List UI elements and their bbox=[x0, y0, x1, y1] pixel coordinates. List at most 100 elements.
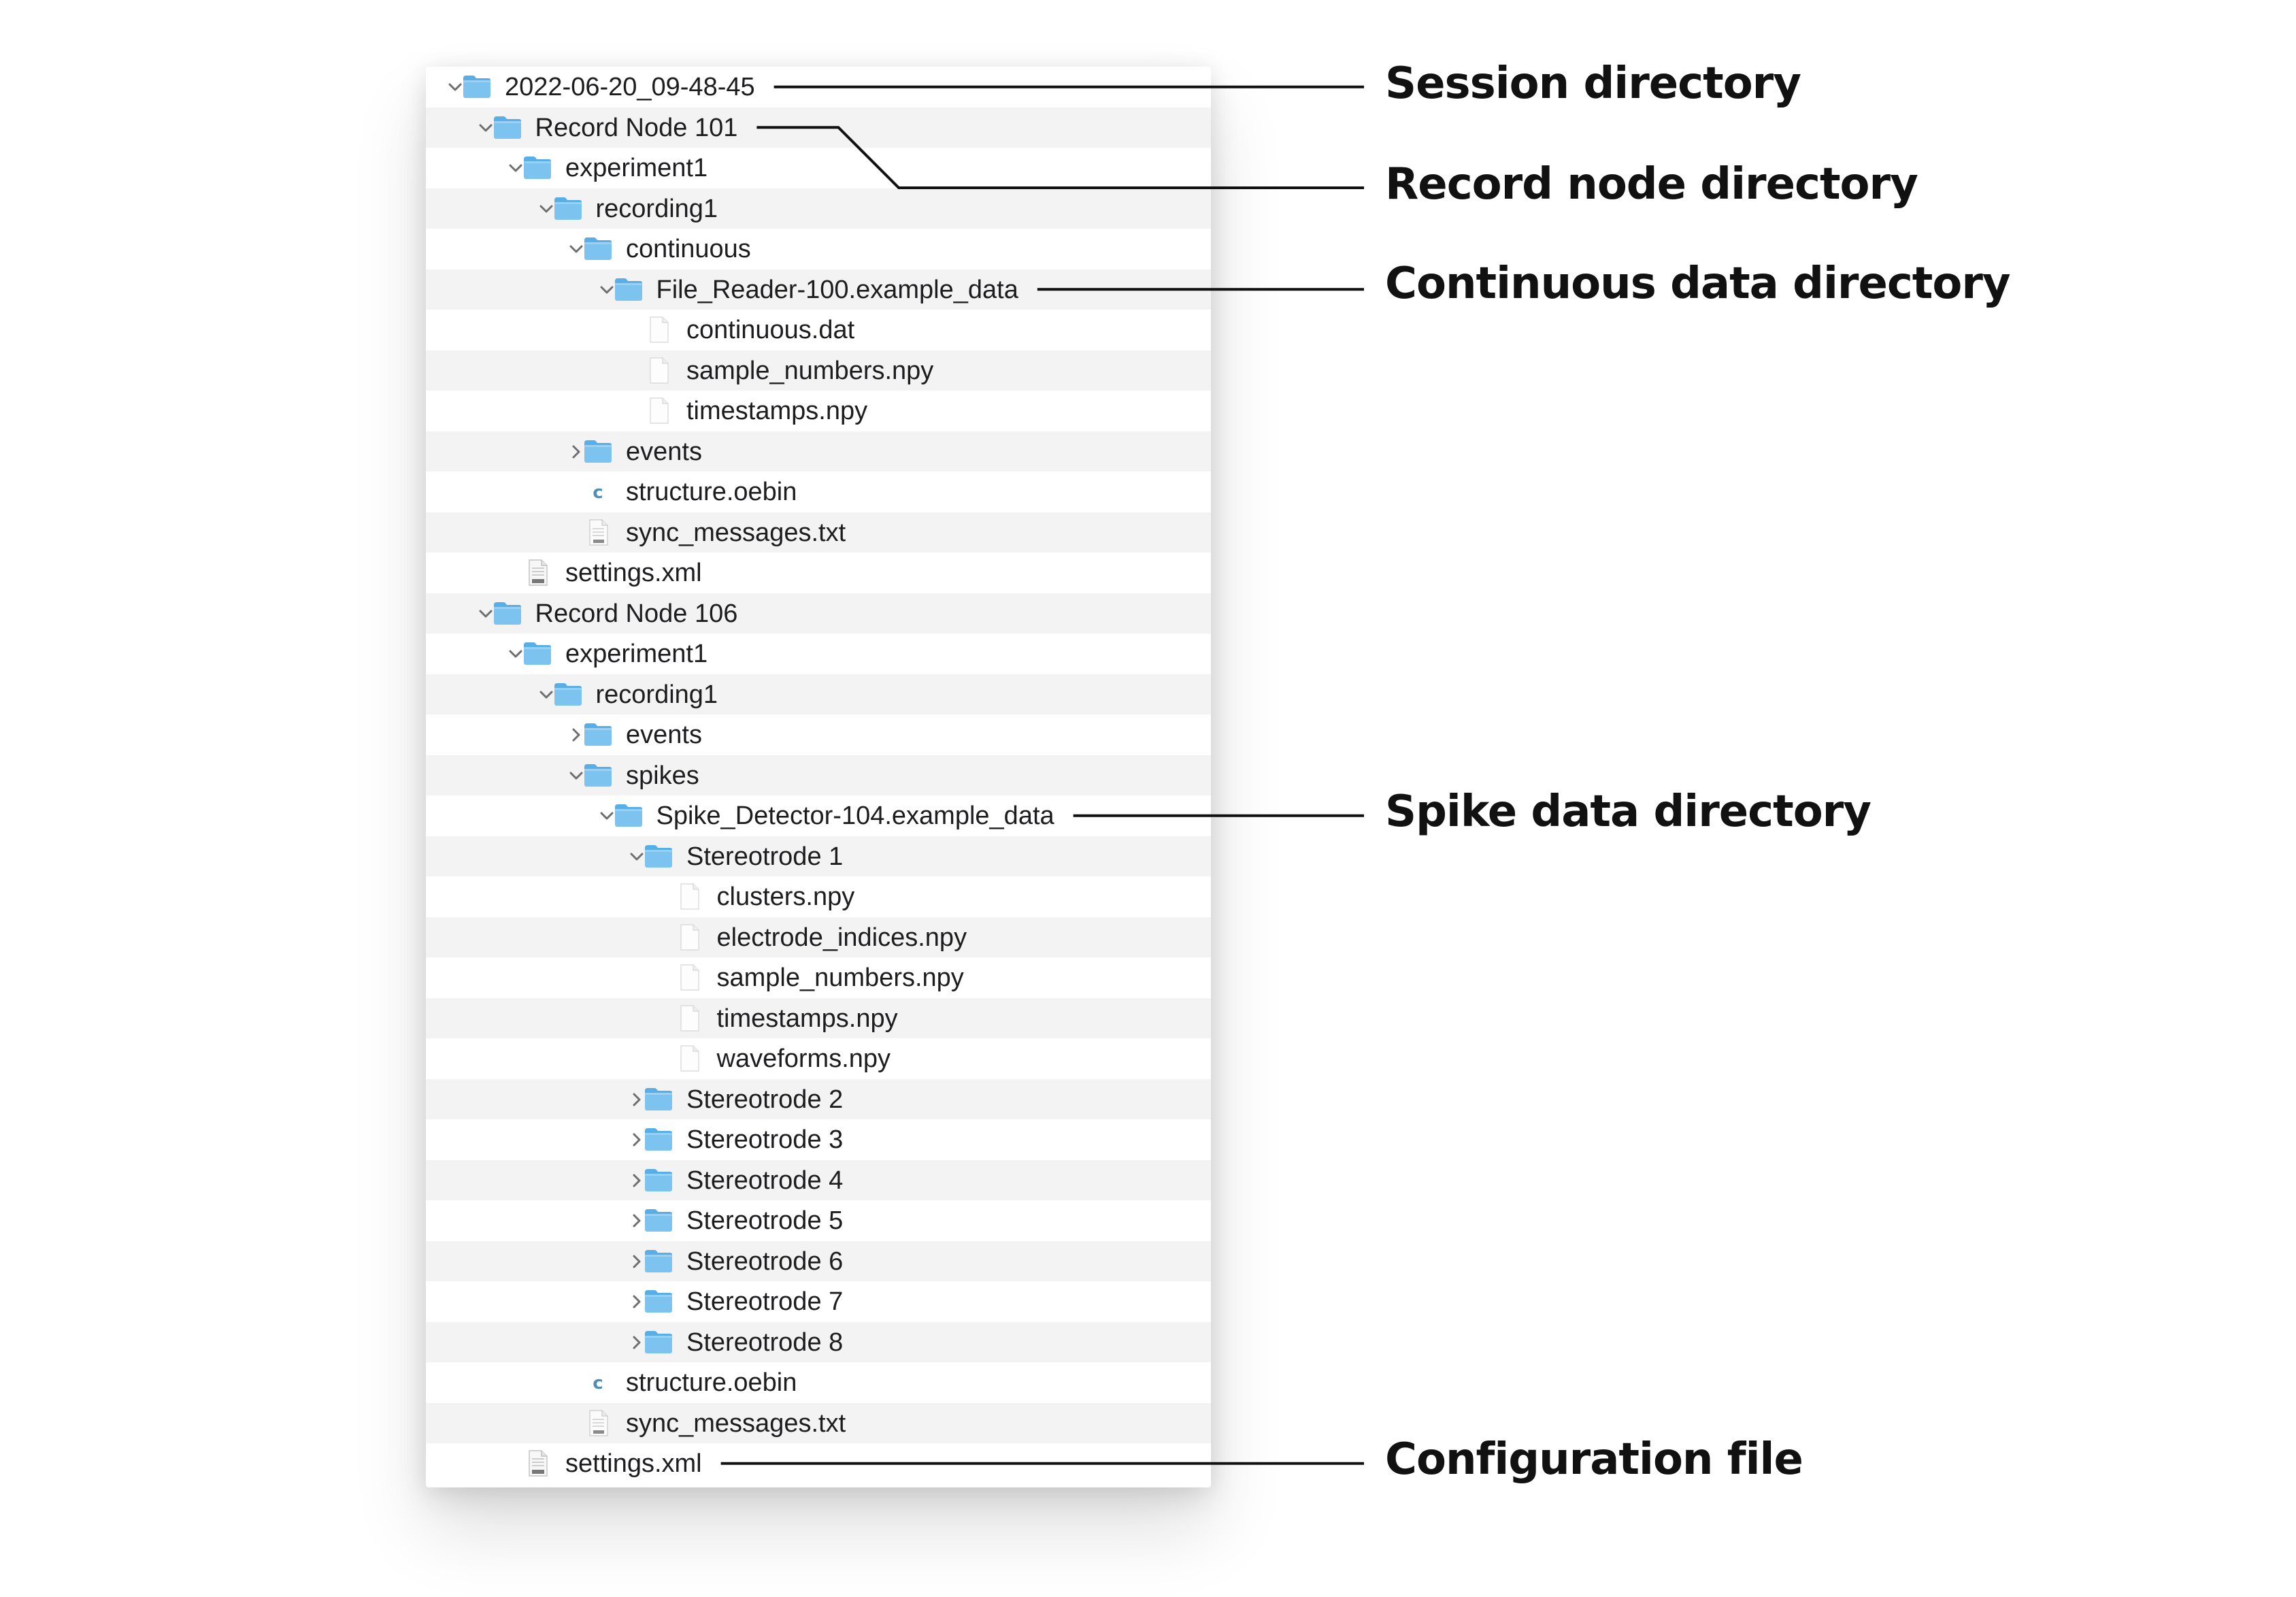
tree-item-label: structure.oebin bbox=[626, 478, 797, 506]
tree-item-label: electrode_indices.npy bbox=[716, 923, 967, 952]
chevron-down-icon[interactable] bbox=[475, 117, 497, 139]
tree-row-file[interactable]: waveforms.npy bbox=[426, 1038, 1211, 1079]
chevron-down-icon[interactable] bbox=[596, 279, 618, 301]
tree-item-label: timestamps.npy bbox=[716, 1004, 898, 1033]
tree-item-label: settings.xml bbox=[565, 559, 702, 587]
tree-row-folder[interactable]: continuous bbox=[426, 229, 1211, 269]
tree-row-file[interactable]: settings.xml bbox=[426, 553, 1211, 593]
folder-icon bbox=[613, 275, 644, 303]
tree-row-file[interactable]: sample_numbers.npy bbox=[426, 350, 1211, 391]
tree-item-label: timestamps.npy bbox=[686, 397, 868, 425]
tree-item-label: Stereotrode 8 bbox=[686, 1328, 844, 1357]
annotation-label: Session directory bbox=[1385, 59, 1801, 109]
folder-icon bbox=[461, 72, 493, 101]
tree-row-file[interactable]: clusters.npy bbox=[426, 876, 1211, 917]
tree-item-label: spikes bbox=[626, 761, 699, 790]
tree-row-file[interactable]: sync_messages.txt bbox=[426, 1402, 1211, 1443]
chevron-right-icon[interactable] bbox=[626, 1291, 648, 1313]
tree-row-folder[interactable]: spikes bbox=[426, 755, 1211, 795]
chevron-down-icon[interactable] bbox=[565, 765, 587, 787]
tree-item-label: sync_messages.txt bbox=[626, 1409, 846, 1438]
tree-row-folder[interactable]: events bbox=[426, 431, 1211, 472]
folder-icon bbox=[613, 801, 644, 829]
file-icon bbox=[673, 1044, 705, 1072]
tree-item-label: structure.oebin bbox=[626, 1368, 797, 1397]
tree-item-label: Record Node 106 bbox=[535, 599, 738, 628]
tree-item-label: clusters.npy bbox=[716, 883, 855, 911]
chevron-right-icon[interactable] bbox=[565, 724, 587, 746]
tree-item-label: events bbox=[626, 437, 702, 466]
xml-file-icon bbox=[522, 1449, 553, 1477]
folder-icon bbox=[492, 113, 523, 142]
tree-row-folder[interactable]: recording1 bbox=[426, 188, 1211, 229]
tree-row-folder[interactable]: Record Node 106 bbox=[426, 593, 1211, 633]
chevron-down-icon[interactable] bbox=[596, 805, 618, 827]
chevron-right-icon[interactable] bbox=[626, 1251, 648, 1272]
tree-row-folder[interactable]: Stereotrode 8 bbox=[426, 1321, 1211, 1362]
chevron-down-icon[interactable] bbox=[626, 846, 648, 868]
folder-icon bbox=[643, 1247, 674, 1275]
chevron-down-icon[interactable] bbox=[535, 198, 557, 220]
chevron-down-icon[interactable] bbox=[505, 643, 527, 665]
tree-row-file[interactable]: continuous.dat bbox=[426, 310, 1211, 350]
chevron-down-icon[interactable] bbox=[565, 238, 587, 260]
tree-row-folder[interactable]: Stereotrode 3 bbox=[426, 1119, 1211, 1160]
tree-item-label: events bbox=[626, 721, 702, 749]
annotation-label: Configuration file bbox=[1385, 1434, 1803, 1485]
folder-icon bbox=[492, 599, 523, 627]
chevron-right-icon[interactable] bbox=[565, 441, 587, 463]
tree-row-folder[interactable]: Stereotrode 7 bbox=[426, 1281, 1211, 1322]
tree-row-folder[interactable]: recording1 bbox=[426, 674, 1211, 714]
tree-item-label: experiment1 bbox=[565, 154, 708, 182]
tree-row-file[interactable]: sample_numbers.npy bbox=[426, 957, 1211, 998]
tree-row-folder[interactable]: Stereotrode 4 bbox=[426, 1159, 1211, 1200]
chevron-down-icon[interactable] bbox=[505, 157, 527, 179]
chevron-right-icon[interactable] bbox=[626, 1170, 648, 1191]
xml-file-icon bbox=[522, 558, 553, 587]
tree-item-label: sync_messages.txt bbox=[626, 518, 846, 547]
chevron-right-icon[interactable] bbox=[626, 1210, 648, 1232]
folder-icon bbox=[643, 842, 674, 870]
tree-row-file[interactable]: electrode_indices.npy bbox=[426, 917, 1211, 957]
chevron-down-icon[interactable] bbox=[535, 684, 557, 706]
chevron-right-icon[interactable] bbox=[626, 1129, 648, 1151]
tree-item-label: Stereotrode 1 bbox=[686, 842, 844, 871]
tree-item-label: Stereotrode 7 bbox=[686, 1287, 844, 1316]
folder-icon bbox=[582, 234, 614, 263]
folder-icon bbox=[522, 153, 553, 182]
folder-icon bbox=[582, 437, 614, 465]
chevron-down-icon[interactable] bbox=[444, 76, 466, 98]
folder-icon bbox=[522, 639, 553, 668]
folder-icon bbox=[643, 1287, 674, 1315]
file-icon bbox=[673, 882, 705, 910]
tree-row-folder[interactable]: experiment1 bbox=[426, 633, 1211, 674]
tree-item-label: sample_numbers.npy bbox=[716, 964, 964, 992]
tree-item-label: Stereotrode 6 bbox=[686, 1247, 844, 1276]
tree-row-folder[interactable]: events bbox=[426, 714, 1211, 755]
chevron-down-icon[interactable] bbox=[475, 603, 497, 625]
annotation-label: Record node directory bbox=[1385, 159, 1918, 210]
tree-item-label: File_Reader-100.example_data bbox=[656, 275, 1018, 304]
folder-icon bbox=[582, 720, 614, 748]
tree-item-label: Spike_Detector-104.example_data bbox=[656, 802, 1054, 830]
file-icon bbox=[673, 923, 705, 951]
annotation-label: Spike data directory bbox=[1385, 787, 1871, 837]
chevron-right-icon[interactable] bbox=[626, 1332, 648, 1353]
tree-row-file[interactable]: sync_messages.txt bbox=[426, 512, 1211, 553]
annotation-label: Continuous data directory bbox=[1385, 259, 2011, 309]
tree-item-label: sample_numbers.npy bbox=[686, 356, 934, 385]
tree-row-folder[interactable]: experiment1 bbox=[426, 148, 1211, 188]
tree-row-folder[interactable]: Stereotrode 1 bbox=[426, 836, 1211, 876]
svg-text:c: c bbox=[593, 482, 603, 503]
chevron-right-icon[interactable] bbox=[626, 1089, 648, 1110]
tree-row-file[interactable]: c structure.oebin bbox=[426, 472, 1211, 512]
tree-row-folder[interactable]: Stereotrode 2 bbox=[426, 1079, 1211, 1119]
folder-icon bbox=[552, 194, 584, 223]
tree-row-folder[interactable]: Stereotrode 6 bbox=[426, 1240, 1211, 1281]
tree-row-file[interactable]: timestamps.npy bbox=[426, 998, 1211, 1038]
tree-row-file[interactable]: timestamps.npy bbox=[426, 391, 1211, 431]
tree-row-folder[interactable]: Stereotrode 5 bbox=[426, 1200, 1211, 1241]
